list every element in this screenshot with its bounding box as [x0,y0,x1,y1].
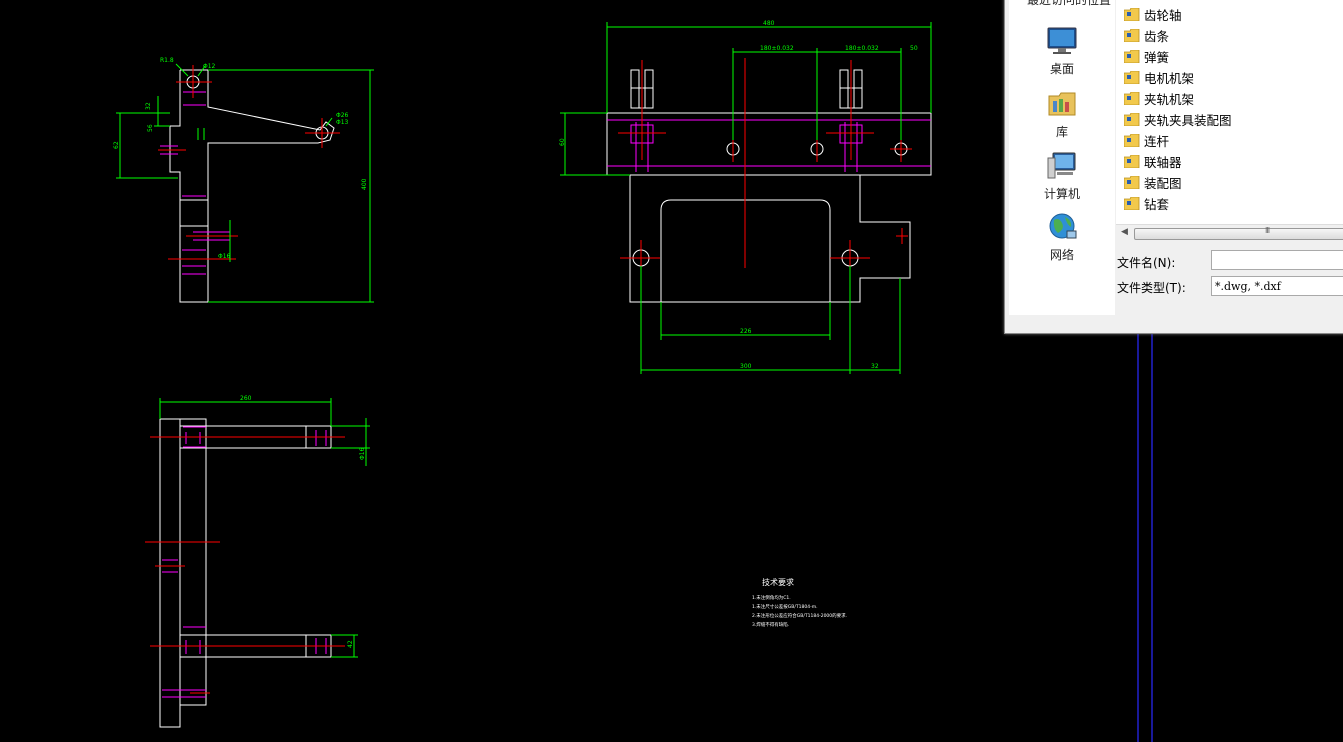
dim-32: 32 [145,102,152,110]
filetype-select[interactable]: *.dwg, *.dxf [1211,276,1343,296]
dim-180-b: 180±0.032 [845,45,879,52]
file-item[interactable]: 齿轮轴 [1124,4,1182,24]
file-name: 夹轨机架 [1144,91,1195,107]
file-name: 电机机架 [1144,70,1195,86]
tech-title: 技术要求 [762,577,794,587]
dim-226: 226 [740,328,752,335]
cad-folder-icon [1124,7,1140,21]
file-item[interactable]: 夹轨机架 [1124,88,1194,108]
filetype-label: 文件类型(T): [1117,281,1186,295]
dim-phi16-b: Φ16 [359,447,366,460]
place-desktop[interactable]: 桌面 [1009,25,1115,77]
file-name: 连杆 [1144,133,1170,149]
dim-phi13: Φ13 [336,119,349,126]
dim-260: 260 [240,395,252,402]
top-view: 260 Φ16 42 [145,395,370,728]
open-file-dialog: 最近访问的位置 桌面 库 [1004,0,1343,334]
dim-300: 300 [740,363,752,370]
file-name: 装配图 [1144,175,1182,191]
cad-folder-icon [1124,133,1140,147]
scrollbar-thumb[interactable]: III [1134,226,1343,240]
computer-icon [1047,152,1076,179]
file-item[interactable]: 电机机架 [1124,67,1194,87]
cad-folder-icon [1124,154,1140,168]
dim-32-b: 32 [871,363,879,370]
dim-62: 62 [113,141,120,149]
tech-line-1: 1.未注倒角均为C1. [752,594,791,601]
network-globe-icon [1049,213,1077,239]
file-name: 钻套 [1144,196,1170,212]
dim-480: 480 [763,20,775,27]
cad-folder-icon [1124,196,1140,210]
dim-phi12: Φ12 [203,63,216,70]
file-list[interactable]: 齿轮轴 齿条 弹簧 电机机架 夹轨机架 夹轨夹具装配图 连杆 联轴器 [1116,0,1343,225]
file-item[interactable]: 装配图 [1124,172,1182,192]
place-label: 计算机 [1043,187,1080,201]
dim-50: 50 [910,45,918,52]
tech-line-3: 2.未注形位公差应符合GB/T1184-2000的要求. [752,612,847,619]
file-item[interactable]: 连杆 [1124,130,1169,150]
cad-folder-icon [1124,91,1140,105]
file-name: 联轴器 [1144,154,1182,170]
side-view: R1.8 Φ12 32 62 56 Φ26 Φ13 400 Φ16 [113,57,374,303]
tech-line-2: 1.未注尺寸公差按GB/T1804-m. [752,603,818,610]
dim-180-a: 180±0.032 [760,45,794,52]
place-libraries[interactable]: 库 [1009,88,1115,140]
dim-42: 42 [347,640,354,648]
place-label: 网络 [1049,248,1074,262]
dim-phi26: Φ26 [336,112,349,119]
file-list-horizontal-scrollbar[interactable]: ◀ III [1116,224,1343,242]
cad-folder-icon [1124,28,1140,42]
libraries-icon [1048,92,1076,116]
desktop-icon [1047,27,1077,54]
place-computer[interactable]: 计算机 [1009,150,1115,202]
dim-60: 60 [559,138,566,146]
file-name: 弹簧 [1144,49,1170,65]
file-item[interactable]: 联轴器 [1124,151,1182,171]
scroll-left-arrow-icon[interactable]: ◀ [1121,227,1128,237]
cad-folder-icon [1124,49,1140,63]
dim-400: 400 [361,178,368,190]
dim-r18: R1.8 [160,57,174,64]
file-name: 齿轮轴 [1144,7,1182,23]
front-view: 480 180±0.032 180±0.032 50 60 226 300 32 [559,20,932,374]
file-item[interactable]: 齿条 [1124,25,1169,45]
filename-input[interactable] [1211,250,1343,270]
recent-places-item[interactable]: 最近访问的位置 [1027,0,1112,7]
file-name: 夹轨夹具装配图 [1144,112,1232,128]
place-label: 桌面 [1049,62,1074,76]
cad-folder-icon [1124,175,1140,189]
dim-phi16: Φ16 [218,253,231,260]
file-item[interactable]: 弹簧 [1124,46,1169,66]
cad-folder-icon [1124,112,1140,126]
drawing-border [1137,330,1153,742]
tech-line-4: 3.焊缝不得有缺陷. [752,621,789,628]
place-label: 库 [1055,125,1068,139]
dim-56: 56 [147,124,154,132]
filename-label: 文件名(N): [1117,256,1176,270]
place-network[interactable]: 网络 [1009,211,1115,263]
cad-folder-icon [1124,70,1140,84]
file-item[interactable]: 夹轨夹具装配图 [1124,109,1232,129]
file-name: 齿条 [1144,28,1170,44]
places-sidebar: 最近访问的位置 桌面 库 [1009,0,1115,315]
scrollbar-grip: III [1265,226,1270,235]
file-item[interactable]: 钻套 [1124,193,1169,213]
technical-requirements: 技术要求 1.未注倒角均为C1. 1.未注尺寸公差按GB/T1804-m. 2.… [752,577,847,628]
